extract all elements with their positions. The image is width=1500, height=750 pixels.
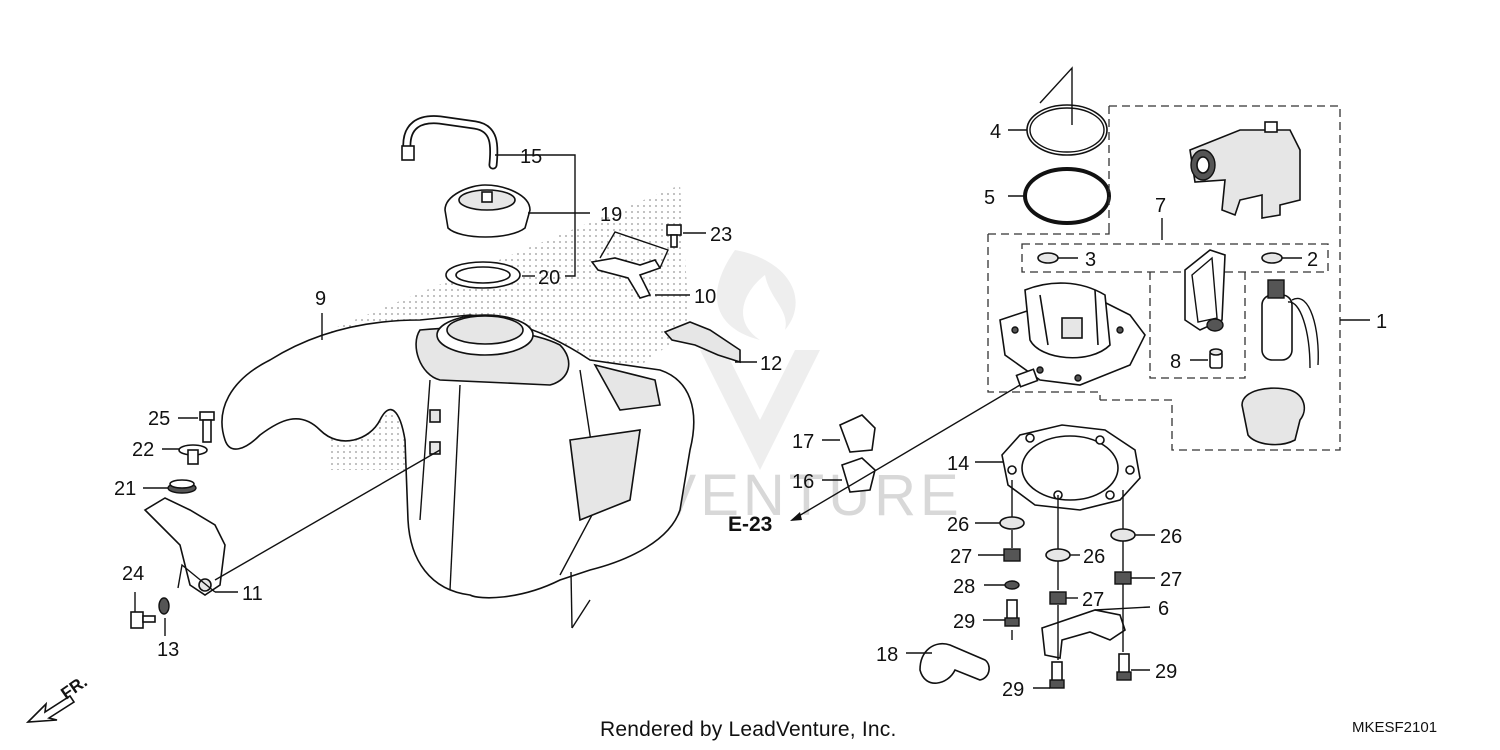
callout-18: 18 bbox=[876, 644, 898, 666]
callout-23: 23 bbox=[710, 224, 732, 246]
bolt-29-lower-right bbox=[1116, 653, 1132, 681]
pump-flange bbox=[999, 282, 1146, 388]
callout-29-right: 29 bbox=[1155, 661, 1177, 683]
harness-clamp-18 bbox=[919, 643, 990, 684]
callout-7: 7 bbox=[1155, 195, 1166, 217]
callout-20: 20 bbox=[538, 267, 560, 289]
callout-6: 6 bbox=[1158, 598, 1169, 620]
breather-tube bbox=[401, 115, 499, 170]
bracket-12 bbox=[663, 321, 741, 364]
clip-8 bbox=[1209, 348, 1223, 369]
front-label: FR. bbox=[57, 672, 90, 703]
callout-26-right: 26 bbox=[1160, 526, 1182, 548]
washer-26-center bbox=[1045, 548, 1071, 562]
pump-housing-top bbox=[1189, 121, 1301, 219]
bracket-6 bbox=[1041, 609, 1126, 659]
callout-27-center: 27 bbox=[1082, 589, 1104, 611]
callout-1: 1 bbox=[1376, 311, 1387, 333]
callout-8: 8 bbox=[1170, 351, 1181, 373]
reference-e23: E-23 bbox=[728, 513, 772, 536]
seal-2 bbox=[1261, 252, 1283, 264]
pump-base-cup bbox=[1241, 387, 1306, 446]
callout-24: 24 bbox=[122, 563, 144, 585]
grommet-21 bbox=[167, 479, 197, 494]
bolt-24 bbox=[130, 611, 156, 629]
fuel-strainer bbox=[1184, 249, 1226, 332]
washer-28 bbox=[1004, 580, 1020, 590]
nut-27-right bbox=[1114, 571, 1132, 585]
callout-14: 14 bbox=[947, 453, 969, 475]
seal-3 bbox=[1037, 252, 1059, 264]
flange-gasket-14 bbox=[1001, 424, 1141, 511]
bolt-29-upper bbox=[1004, 599, 1020, 627]
bracket-11 bbox=[143, 497, 226, 596]
fuel-cap bbox=[444, 184, 531, 238]
ring-4 bbox=[1026, 104, 1108, 156]
pump-assembly-outline bbox=[1100, 105, 1341, 451]
callout-22: 22 bbox=[132, 439, 154, 461]
callout-12: 12 bbox=[760, 353, 782, 375]
callout-4: 4 bbox=[990, 121, 1001, 143]
callout-26-left: 26 bbox=[947, 514, 969, 536]
diagram-code: MKESF2101 bbox=[1352, 719, 1438, 736]
bolt-29-lower-center bbox=[1049, 661, 1065, 689]
callout-10: 10 bbox=[694, 286, 716, 308]
callout-28: 28 bbox=[953, 576, 975, 598]
ring-5 bbox=[1023, 167, 1111, 225]
callout-11: 11 bbox=[242, 583, 263, 605]
callout-19: 19 bbox=[600, 204, 622, 226]
pump-motor bbox=[1261, 279, 1319, 369]
callouts: 15 19 20 23 10 12 9 25 22 21 11 24 13 4 … bbox=[114, 121, 1387, 701]
leader-lines bbox=[134, 66, 1370, 689]
callout-2: 2 bbox=[1307, 249, 1318, 271]
callout-27-left: 27 bbox=[950, 546, 972, 568]
callout-16: 16 bbox=[792, 471, 814, 493]
front-direction-indicator: FR. bbox=[25, 672, 91, 723]
callout-29-upper: 29 bbox=[953, 611, 975, 633]
callout-15: 15 bbox=[520, 146, 542, 168]
footer-credit: Rendered by LeadVenture, Inc. bbox=[600, 718, 897, 741]
clip-16 bbox=[841, 457, 876, 493]
callout-5: 5 bbox=[984, 187, 995, 209]
callout-17: 17 bbox=[792, 431, 814, 453]
callout-29-lower: 29 bbox=[1002, 679, 1024, 701]
washer-26-left bbox=[999, 516, 1025, 530]
fuel-tank bbox=[221, 314, 695, 629]
cap-gasket bbox=[445, 261, 521, 289]
bolt-23 bbox=[666, 224, 682, 248]
nut-27-left bbox=[1003, 548, 1021, 562]
callout-21: 21 bbox=[114, 478, 136, 500]
bracket-10 bbox=[590, 257, 662, 299]
callout-27-right: 27 bbox=[1160, 569, 1182, 591]
callout-25: 25 bbox=[148, 408, 170, 430]
washer-26-right bbox=[1110, 528, 1136, 542]
clip-17 bbox=[838, 414, 876, 453]
collar-22 bbox=[178, 444, 208, 465]
callout-26-center: 26 bbox=[1083, 546, 1105, 568]
callout-9: 9 bbox=[315, 288, 326, 310]
callout-3: 3 bbox=[1085, 249, 1096, 271]
nut-27-center bbox=[1049, 591, 1067, 605]
callout-13: 13 bbox=[157, 639, 179, 661]
washer-13 bbox=[158, 597, 170, 615]
bolt-25 bbox=[199, 411, 215, 443]
front-arrow-icon bbox=[25, 694, 76, 723]
